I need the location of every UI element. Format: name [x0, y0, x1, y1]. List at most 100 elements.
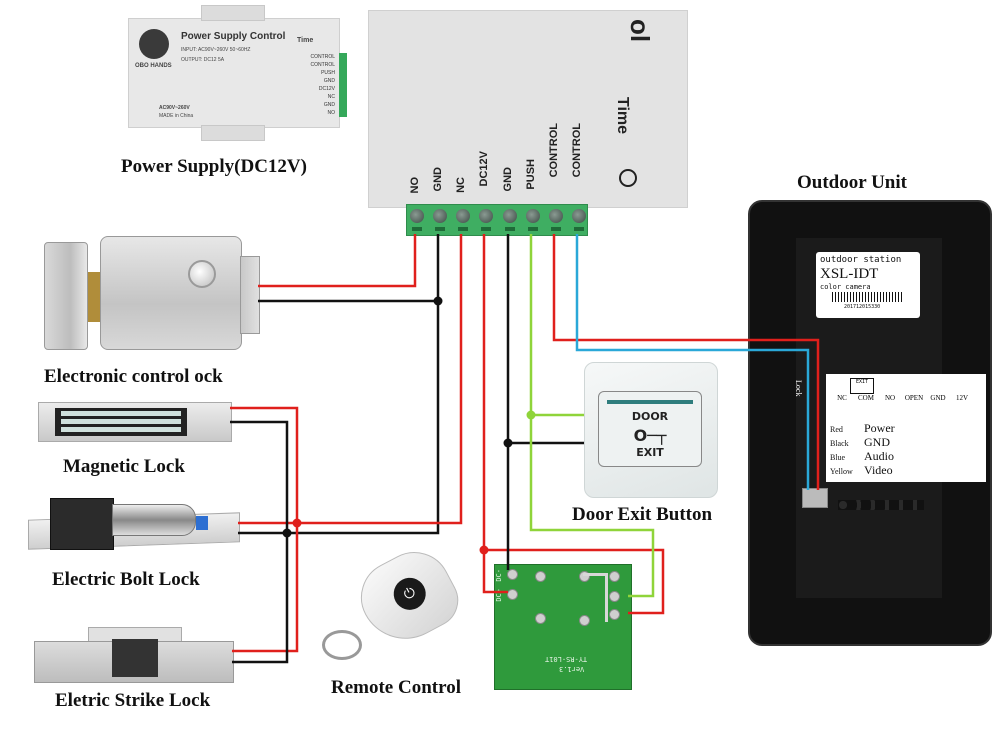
terminal-label: GND [323, 102, 335, 108]
outdoor-unit: outdoor station XSL-IDT color camera 201… [748, 200, 992, 646]
caption-strike-lock: Eletric Strike Lock [55, 690, 211, 711]
magnet-bar [61, 411, 181, 416]
terminal-slot [505, 227, 515, 231]
barcode [832, 292, 902, 302]
wire-dc12v-relay-no-red [484, 548, 665, 615]
terminal-gnd: GND [930, 394, 946, 402]
terminal-slot [528, 227, 538, 231]
junction-dot [292, 518, 302, 528]
wire-dc12v-red [482, 234, 508, 594]
terminal-label: DC12V [318, 86, 335, 92]
caption-outdoor-unit: Outdoor Unit [797, 172, 907, 193]
caption-power-supply: Power Supply(DC12V) [121, 156, 307, 177]
terminal-screw [410, 209, 424, 223]
time-knob-icon [619, 169, 637, 187]
device-title: Power Supply Control [181, 31, 286, 42]
strike-lock-keeper [112, 639, 158, 677]
junction-dot [433, 296, 443, 306]
magnet-bar [61, 427, 181, 432]
door-exit-face[interactable]: DOOR O─┬ EXIT [598, 391, 702, 467]
magnetic-lock [38, 402, 232, 442]
door-label: DOOR [631, 410, 669, 423]
lock-button-icon [188, 260, 216, 288]
door-exit-button[interactable]: DOOR O─┬ EXIT [584, 362, 718, 498]
magnet-bar [61, 419, 181, 424]
wire-nc-red [238, 234, 463, 525]
pin-dc-minus [507, 569, 518, 580]
connector-holes [838, 500, 924, 510]
electronic-lock-body [100, 236, 242, 350]
terminal-label: CONTROL [310, 54, 335, 60]
sticker-header: outdoor station [820, 255, 902, 265]
wire-control-blue [575, 234, 810, 490]
terminal-screw [433, 209, 447, 223]
relay-trace [583, 573, 608, 622]
terminal-label: CONTROL [310, 62, 335, 68]
caption-magnetic-lock: Magnetic Lock [63, 456, 185, 477]
sticker-model: XSL-IDT [820, 266, 879, 282]
wire-no-red [258, 234, 417, 288]
wire-maglock-red [230, 406, 299, 653]
board-pin [579, 615, 590, 626]
input-spec: INPUT: AC90V~260V 50~60HZ [181, 47, 251, 53]
junction-dot [503, 438, 513, 448]
terminal-labels: CONTROL CONTROL PUSH GND DC12V NC GND NO [311, 53, 335, 117]
junction-dot [282, 528, 292, 538]
board-pin [535, 613, 546, 624]
keyring-clip [322, 630, 362, 660]
pin-dc-plus [507, 589, 518, 600]
terminal-label: NO [327, 110, 336, 116]
wire-gnd-black [238, 234, 440, 535]
terminal-slot [412, 227, 422, 231]
terminal-nc: NC [837, 394, 847, 402]
terminal-slot [574, 227, 584, 231]
terminal-com: COM [858, 394, 874, 402]
key-icon: O─┬ [633, 426, 667, 445]
terminal-block [339, 53, 347, 117]
bolt-lock-cylinder [112, 504, 196, 536]
caption-remote: Remote Control [331, 677, 461, 698]
terminal-screw [479, 209, 493, 223]
controller-terminal-block [406, 204, 588, 236]
lock-label: Lock [794, 380, 803, 397]
mounting-tab [201, 5, 265, 21]
lock-bolt [88, 272, 100, 322]
power-supply-controller: ol Time NO GND NC DC12V GND PUSH CONTROL… [368, 10, 688, 208]
mounting-tab [201, 125, 265, 141]
indicator-bar [607, 400, 693, 404]
time-label: Time [297, 37, 314, 44]
junction-dot [526, 410, 536, 420]
pin-nc [609, 571, 620, 582]
terminal-no: NO [884, 394, 896, 402]
lock-strike-plate [44, 242, 88, 350]
output-spec: OUTPUT: DC12 5A [181, 57, 225, 63]
bolt-lock-terminal [196, 516, 208, 530]
terminal-screw [456, 209, 470, 223]
power-supply-device: OBO HANDS Power Supply Control INPUT: AC… [128, 5, 347, 141]
terminal-screw [503, 209, 517, 223]
wire-maglock-black [230, 420, 289, 664]
made-in-label: MADE in China [159, 113, 194, 119]
exit-symbol: EXIT [850, 378, 874, 394]
pin-no [609, 609, 620, 620]
terminal-12v: 12V [955, 394, 969, 402]
lock-connector [802, 488, 828, 508]
terminal-slot [458, 227, 468, 231]
sticker-subtitle: color camera [820, 283, 871, 291]
junction-dot [479, 545, 489, 555]
magnet-core [55, 408, 187, 436]
wire-control-red [552, 234, 820, 490]
terminal-screw [572, 209, 586, 223]
terminal-slot [551, 227, 561, 231]
terminal-slot [435, 227, 445, 231]
electronic-lock-side [240, 256, 260, 334]
model-sticker: outdoor station XSL-IDT color camera 201… [816, 252, 920, 318]
